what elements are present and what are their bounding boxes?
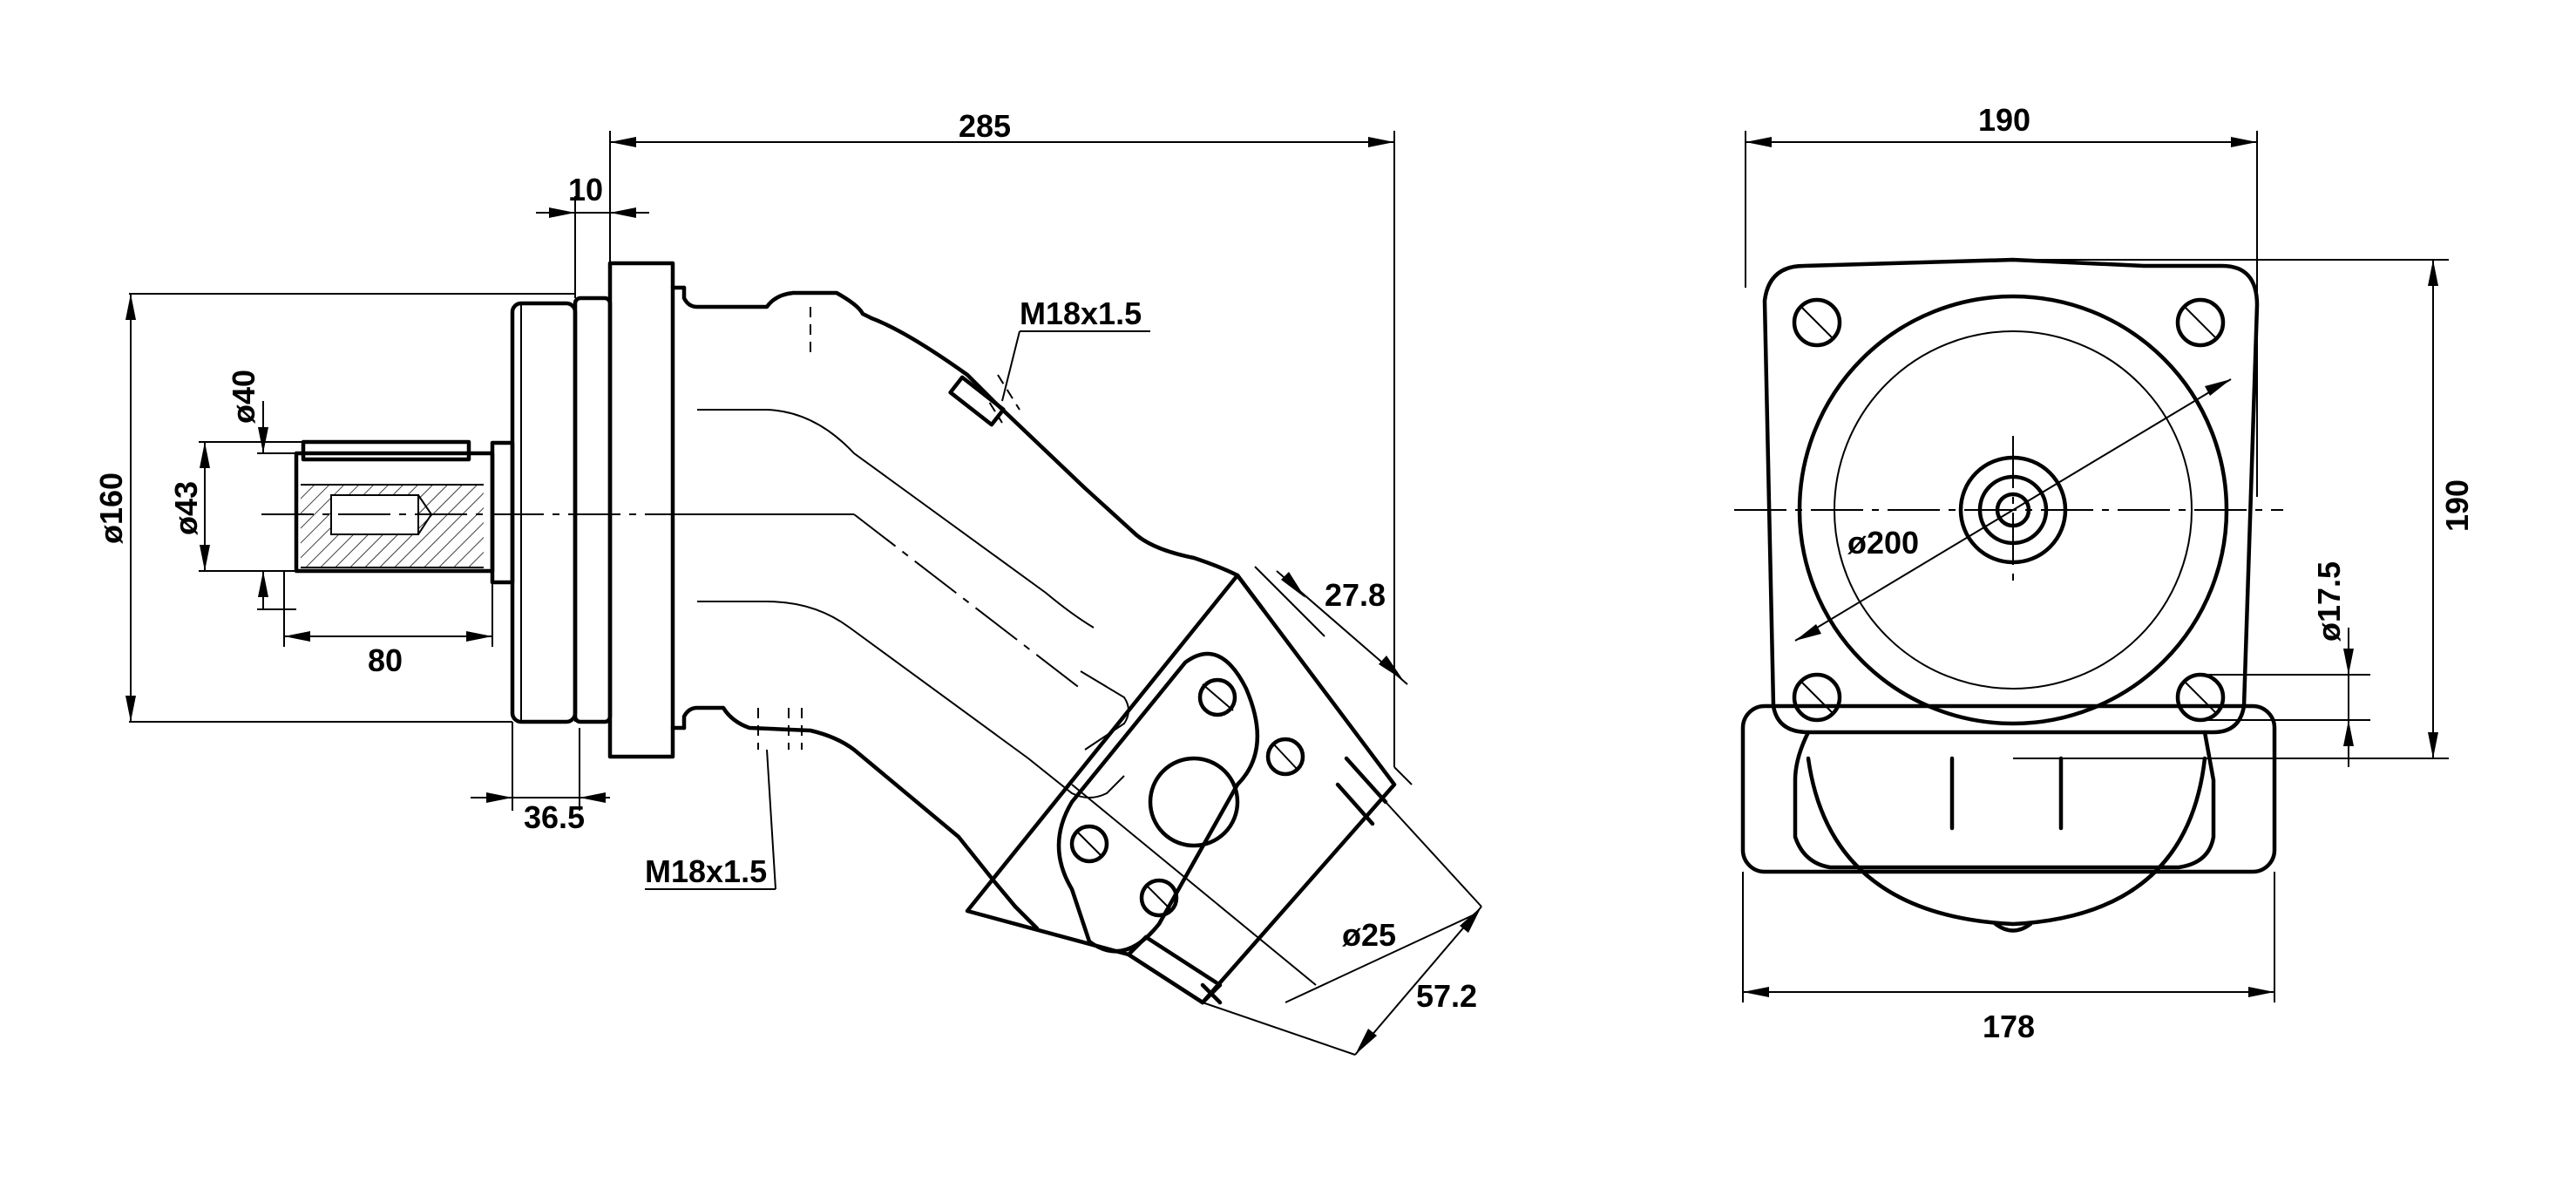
side-view: 285 10 ø160 ø43 ø40 80 36.5 M18x1.5 M18x… bbox=[93, 108, 1482, 1056]
overall-length-label: 285 bbox=[959, 108, 1011, 144]
pilot-length-label: 36.5 bbox=[524, 799, 585, 835]
width-top-label: 190 bbox=[1978, 102, 2030, 138]
shaft-spline-diameter-label: ø40 bbox=[226, 370, 261, 424]
port-thread-top-label: M18x1.5 bbox=[1020, 296, 1142, 331]
side-extension-lines bbox=[129, 131, 1482, 1056]
port-bolt-spacing-label: 57.2 bbox=[1416, 978, 1477, 1014]
housing-width-label: 178 bbox=[1983, 1009, 2035, 1044]
front-dimension-lines bbox=[1743, 137, 2438, 997]
side-dimension-lines bbox=[125, 137, 1482, 1056]
port-diameter-label: ø25 bbox=[1342, 917, 1396, 953]
front-centerlines bbox=[1734, 378, 2283, 642]
bolt-hole-diameter-label: ø17.5 bbox=[2311, 561, 2347, 642]
flange-diameter-label: ø160 bbox=[93, 472, 129, 544]
drive-shaft bbox=[261, 439, 854, 585]
bolt-circle-diameter-label: ø200 bbox=[1847, 525, 1919, 561]
port-thread-bottom-label: M18x1.5 bbox=[645, 853, 767, 889]
mounting-flange bbox=[510, 261, 687, 759]
port-offset-label: 27.8 bbox=[1325, 577, 1386, 613]
flange-plate bbox=[1740, 257, 2277, 933]
height-right-label: 190 bbox=[2439, 479, 2475, 532]
shaft-outer-diameter-label: ø43 bbox=[168, 481, 204, 535]
bent-axis-housing bbox=[681, 285, 1240, 909]
front-extension-lines bbox=[1742, 131, 2449, 1002]
flange-thickness-label: 10 bbox=[568, 172, 603, 207]
shaft-length-label: 80 bbox=[368, 642, 403, 678]
front-view: 190 178 190 ø17.5 ø200 bbox=[1734, 102, 2475, 1044]
port-block bbox=[965, 573, 1397, 1005]
